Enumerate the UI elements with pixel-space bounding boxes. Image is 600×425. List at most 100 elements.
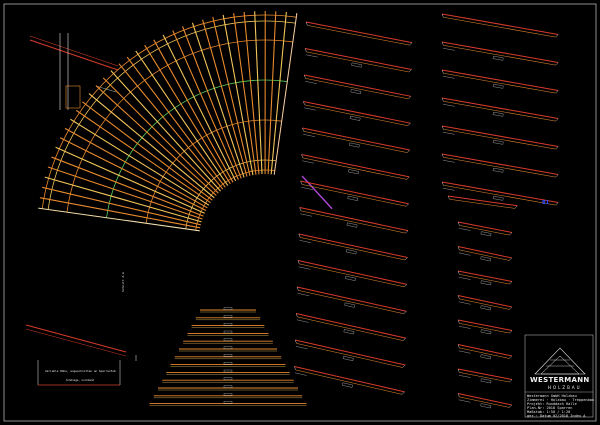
template-bottom-edge <box>302 157 407 180</box>
rafter-template-small <box>457 393 512 409</box>
template-bottom-edge <box>301 184 407 207</box>
template-end <box>457 246 460 250</box>
template-bottom-edge <box>307 25 410 46</box>
title-line-4: Plan-Nr: 2018 Sparren <box>527 406 573 410</box>
template-top-edge <box>299 207 409 232</box>
template-end <box>403 337 406 341</box>
template-end <box>457 344 460 348</box>
plan-rafter <box>172 30 239 180</box>
template-bottom-edge <box>459 249 510 261</box>
template-bottom-edge <box>443 73 556 94</box>
template-bottom-edge <box>304 104 408 126</box>
rafter-template <box>297 260 408 288</box>
template-end <box>441 125 444 130</box>
template-tag <box>345 275 356 281</box>
template-bottom-edge <box>459 372 510 383</box>
template-end <box>408 69 412 73</box>
board-tag <box>223 307 233 310</box>
plan-rafter <box>267 11 277 175</box>
rafter-template <box>305 21 413 46</box>
template-top-edge <box>457 319 513 331</box>
plan-rafter <box>191 22 245 178</box>
template-tag <box>345 249 357 255</box>
template-tag <box>492 83 504 89</box>
template-tag <box>480 354 492 360</box>
template-top-edge <box>457 270 513 282</box>
plan-rafter <box>153 39 234 183</box>
template-top-edge <box>457 295 512 308</box>
rafter-template-small <box>457 344 512 360</box>
template-tag <box>492 167 504 173</box>
template-end <box>457 221 460 226</box>
template-end <box>406 176 410 180</box>
template-end <box>509 330 513 334</box>
template-end <box>441 69 444 74</box>
template-top-edge <box>304 74 411 97</box>
template-tag <box>492 195 504 201</box>
template-dim <box>458 399 471 403</box>
rafter-template <box>298 233 408 261</box>
plan-end-wall <box>273 13 298 175</box>
template-dim <box>442 76 455 79</box>
board-tag <box>223 315 233 318</box>
template-top-edge <box>297 260 408 285</box>
template-bottom-edge <box>300 237 405 261</box>
template-tag <box>344 302 356 308</box>
template-top-edge <box>457 221 513 233</box>
template-top-edge <box>441 13 559 35</box>
rafter-template <box>300 180 409 207</box>
template-top-edge <box>294 366 405 393</box>
template-top-edge <box>296 286 407 312</box>
board-tag <box>223 393 233 396</box>
template-dim <box>296 319 309 323</box>
drawing-frame <box>3 3 597 422</box>
template-dim <box>304 107 316 111</box>
plan-rafter <box>110 70 221 192</box>
board-tag <box>223 385 233 388</box>
template-top-edge <box>441 97 559 119</box>
template-bottom-edge <box>297 316 404 341</box>
template-end <box>409 42 413 46</box>
template-end <box>509 404 512 408</box>
template-dim <box>299 240 312 243</box>
plan-rafter <box>126 56 226 188</box>
template-end <box>407 123 411 126</box>
plan-rafter <box>222 14 254 176</box>
template-top-edge <box>441 125 559 147</box>
section-note: Variable Höhe, angeschnitten an Sparrenf… <box>45 369 116 373</box>
template-end <box>302 127 304 132</box>
plan-rafter <box>144 44 231 185</box>
template-end <box>555 62 559 66</box>
blue-tag: B1 <box>542 200 550 206</box>
rafter-template <box>304 74 412 100</box>
section-note-2: Schmiege, Lochband <box>66 378 95 382</box>
rafter-template <box>441 41 559 66</box>
rafter-template <box>441 125 559 150</box>
template-tag <box>480 256 492 262</box>
rafter-template <box>302 127 410 153</box>
template-tag <box>480 231 492 237</box>
template-top-edge <box>441 69 559 91</box>
template-top-edge <box>295 313 406 339</box>
plan-rafter <box>135 50 229 186</box>
template-end <box>509 281 513 285</box>
template-dim <box>458 301 471 305</box>
template-bottom-edge <box>443 129 556 150</box>
rafter-template <box>294 366 405 395</box>
template-end <box>441 153 444 158</box>
template-end <box>298 233 301 238</box>
plan-rafter <box>75 109 211 204</box>
template-top-edge <box>295 339 406 366</box>
board-tag <box>223 362 233 365</box>
template-end <box>294 366 296 370</box>
plan-rafter <box>233 13 257 175</box>
template-top-edge <box>305 21 413 44</box>
template-tag <box>480 403 492 409</box>
template-tag <box>349 115 361 121</box>
rafter-template <box>303 101 411 126</box>
rafter-template <box>299 207 409 234</box>
rafter-template <box>304 48 412 73</box>
plan-rafter <box>51 156 204 217</box>
rafter-template <box>441 181 559 206</box>
